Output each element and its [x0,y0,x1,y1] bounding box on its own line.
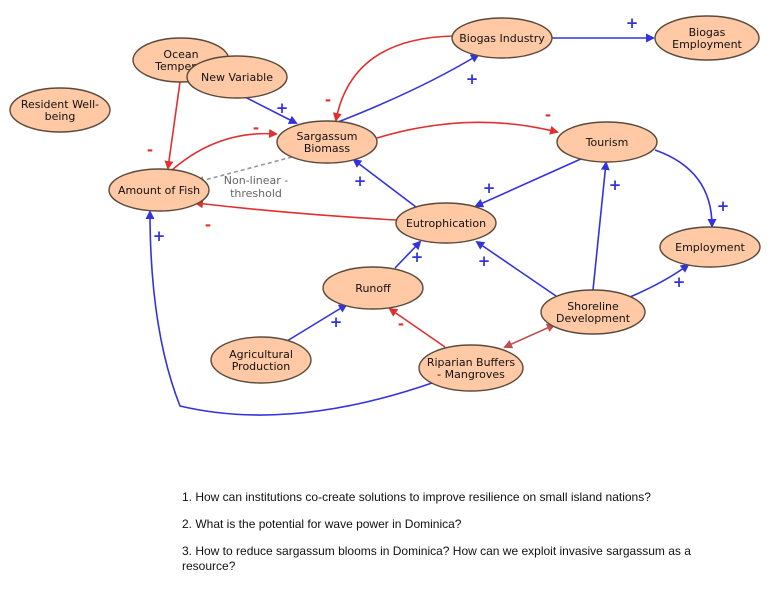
node-shape [322,266,424,310]
node-label: Resident Well- [21,98,99,111]
link-fish-sarg [171,129,278,171]
polarity-sign: + [466,70,479,88]
polarity-sign: + [483,179,496,197]
link-shore-eutro [475,240,557,297]
polarity-sign: + [673,273,686,291]
node-label: Tourism [585,136,629,149]
node-label: Agricultural [229,348,293,361]
node-eutro[interactable]: Eutrophication [395,202,497,244]
link-eutro-sarg [352,158,417,208]
node-label: Biomass [304,142,351,155]
node-shape [654,15,760,61]
link-riparian-runoff [388,307,446,348]
node-label: Ocean [163,48,198,61]
node-label: Sargassum [297,130,358,143]
link-ocean-fish [164,81,181,170]
question-list: 1. How can institutions co-create soluti… [182,490,742,586]
polarity-sign: + [276,99,289,117]
link-note: threshold [230,187,282,200]
node-label: Amount of Fish [118,184,200,197]
link-shore-emp [629,263,690,298]
polarity-sign: + [330,313,343,331]
node-label: Biogas [689,26,726,39]
polarity-sign: + [153,227,166,245]
node-label: Runoff [355,282,391,295]
node-label: Riparian Buffers [427,356,516,369]
polarity-sign: + [717,197,730,215]
node-shape [108,168,210,212]
polarity-sign: + [411,248,424,266]
node-riparian[interactable]: Riparian Buffers- Mangroves [418,344,524,392]
node-runoff[interactable]: Runoff [322,266,424,310]
node-shape [395,202,497,244]
link-riparian-fish [145,210,433,416]
node-employment[interactable]: Employment [659,226,761,268]
node-label: Employment [675,241,745,254]
node-label: Development [556,312,631,325]
polarity-sign: - [147,141,153,159]
question-item: 1. How can institutions co-create soluti… [182,490,651,504]
polarity-sign: - [253,119,259,137]
node-resident[interactable]: Resident Well-being [9,87,111,133]
node-shape [451,17,553,59]
polarity-sign: + [609,176,622,194]
node-fish[interactable]: Amount of Fish [108,168,210,212]
node-tourism[interactable]: Tourism [556,121,658,163]
link-sarg-tourism [376,121,559,139]
node-shape [418,344,524,392]
node-newvar[interactable]: New Variable [186,55,288,99]
link-sarg-fish [195,156,293,185]
node-shape [9,87,111,133]
polarity-sign: - [325,91,331,109]
node-label: being [45,110,76,123]
polarity-sign: - [205,216,211,234]
node-shape [210,336,312,384]
node-shape [556,121,658,163]
link-eutro-fish [194,199,397,221]
node-biogas-ind[interactable]: Biogas Industry [451,17,553,59]
link-runoff-eutro [394,240,422,269]
polarity-sign: + [354,172,367,190]
node-label: Employment [672,38,742,51]
node-label: Production [232,360,291,373]
polarity-sign: - [545,106,551,124]
question-item: 2. What is the potential for wave power … [182,517,462,531]
link-sarg-biogas [337,53,480,123]
node-shape [659,226,761,268]
node-label: New Variable [201,71,273,84]
link-tourism-eutro [474,157,584,208]
node-label: Shoreline [567,300,619,313]
link-biogas-sarg [332,35,455,122]
link-agri-runoff [286,303,348,342]
polarity-sign: - [398,315,404,333]
node-label: - Mangroves [437,368,505,381]
node-shape [276,120,378,164]
question-item: 3. How to reduce sargassum blooms in Dom… [182,544,691,573]
link-newvar-sarg [244,96,298,124]
node-label: Eutrophication [406,217,486,230]
link-tourism-emp [654,149,717,228]
node-shape [540,289,646,335]
link-shore-tourism [592,161,610,291]
node-shape [186,55,288,99]
causal-loop-diagram: -+-++--Non-linear -threshold+++-+++++-+ … [9,14,761,416]
node-label: Biogas Industry [459,32,545,45]
polarity-sign: + [478,252,491,270]
link-note: Non-linear - [224,174,289,187]
link-shore-riparian [503,323,556,349]
polarity-sign: + [626,14,639,32]
